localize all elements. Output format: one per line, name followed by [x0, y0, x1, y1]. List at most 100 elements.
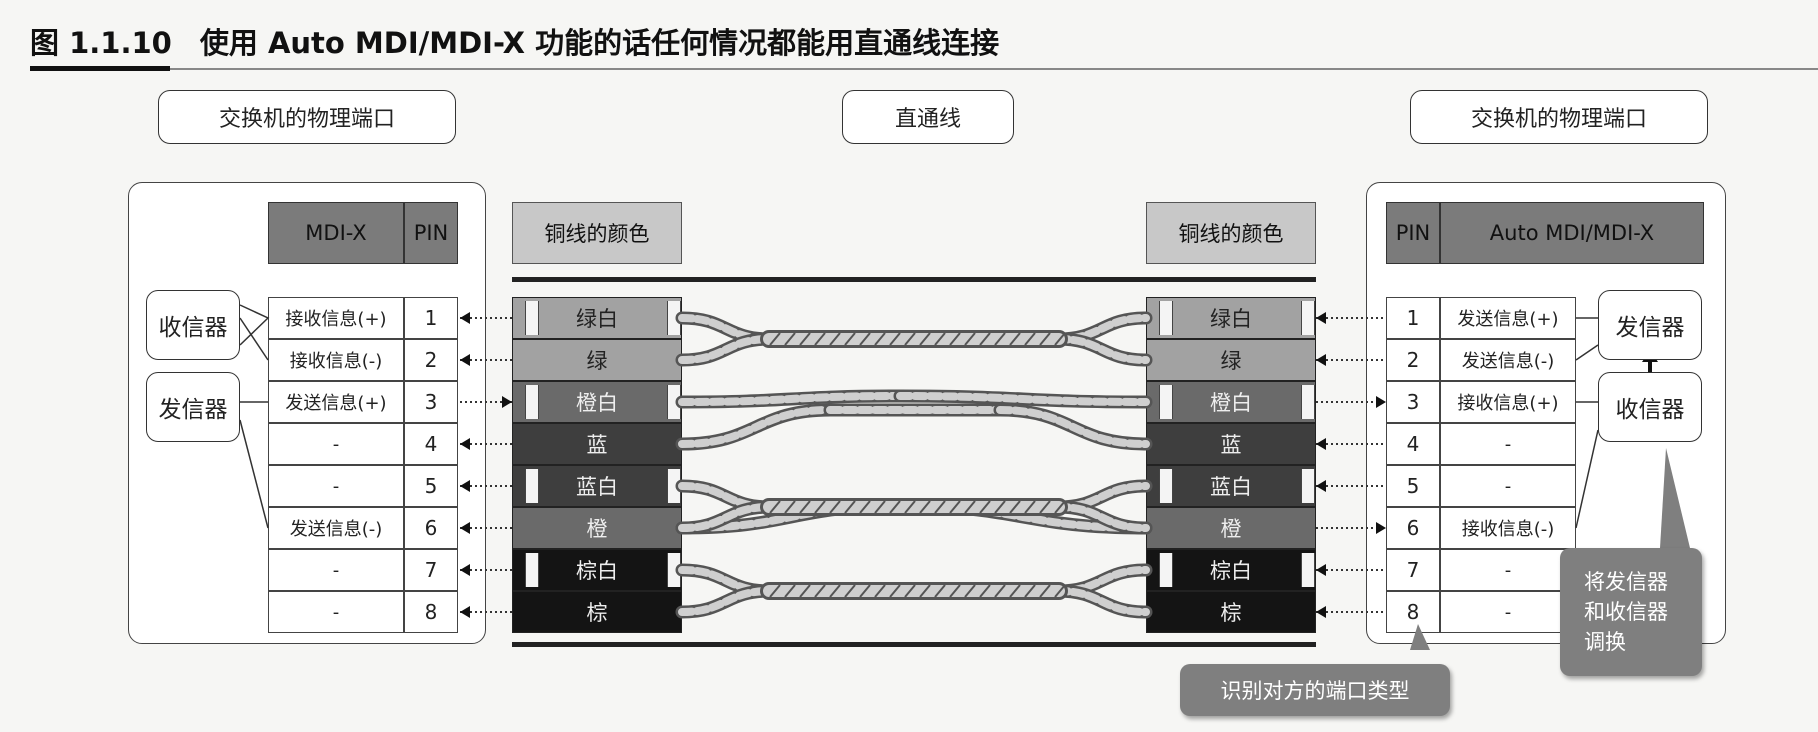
right-transmitter: 发信器: [1598, 290, 1702, 360]
left-wire-8: 棕: [512, 591, 682, 633]
pair-green-twist-mark: [994, 332, 1006, 346]
pair-green-twist-mark: [874, 332, 886, 346]
right-connector-6-head: [1376, 522, 1386, 534]
white-stripe: [525, 385, 539, 419]
left-wire-4: 蓝: [512, 423, 682, 465]
figure-number: 图 1.1.10: [30, 26, 172, 60]
right-wire-1: 绿白: [1146, 297, 1316, 339]
right-wire-5: 蓝白: [1146, 465, 1316, 507]
left-pin-cell: 7: [404, 549, 458, 591]
pair-brown-twist-mark: [949, 584, 961, 598]
right-connector-2-head: [1316, 354, 1326, 366]
pair-brown-twist-mark: [874, 584, 886, 598]
pair-green-twist-mark: [1009, 332, 1021, 346]
right-wire-color-header: 铜线的颜色: [1146, 202, 1316, 264]
right-connector-3-head: [1376, 396, 1386, 408]
detect-callout-pointer: [1410, 624, 1430, 650]
right-wire-2: 绿: [1146, 339, 1316, 381]
cable-label: 直通线: [842, 90, 1014, 144]
pair-blue-orange-twist-mark: [1039, 500, 1051, 514]
pair-brown-twist-mark: [1039, 584, 1051, 598]
pair-blue-orange-twist-mark: [1054, 500, 1066, 514]
pair-green-twist-mark: [814, 332, 826, 346]
pair-green-twist-mark: [784, 332, 796, 346]
right-pin-header: PIN: [1386, 202, 1440, 264]
right-connector-7-head: [1316, 564, 1326, 576]
pair-green-twist-mark: [1039, 332, 1051, 346]
pair-green-twist-mark: [919, 332, 931, 346]
pair-blue-orange-twist-mark: [994, 500, 1006, 514]
pair-green-twist-mark: [1024, 332, 1036, 346]
left-wire-1: 绿白: [512, 297, 682, 339]
left-wire-5: 蓝白: [512, 465, 682, 507]
pair-brown-twist-mark: [814, 584, 826, 598]
pair-brown-twist-mark: [904, 584, 916, 598]
left-pin-cell: 1: [404, 297, 458, 339]
pair-green-twist-mark: [1054, 332, 1066, 346]
right-wire-6: 橙: [1146, 507, 1316, 549]
pair-green-twist-mark: [904, 332, 916, 346]
pair-blue-orange-twist-mark: [829, 500, 841, 514]
caption-rule-accent: [30, 66, 170, 71]
right-connector-5-head: [1316, 480, 1326, 492]
left-connector-8-head: [460, 606, 470, 618]
pair-blue-orange-twist-mark: [964, 500, 976, 514]
pair-brown-twist-mark: [964, 584, 976, 598]
left-wire-2: 绿: [512, 339, 682, 381]
right-signal-cell: 发送信息(+): [1440, 297, 1576, 339]
right-pin-cell: 6: [1386, 507, 1440, 549]
pair-green-twist-mark: [964, 332, 976, 346]
right-signal-cell: 发送信息(-): [1440, 339, 1576, 381]
pair-brown-twist-mark: [769, 584, 781, 598]
left-signal-cell: 发送信息(-): [268, 507, 404, 549]
pair-blue-orange-twist-mark: [979, 500, 991, 514]
left-pin-cell: 4: [404, 423, 458, 465]
white-stripe: [525, 469, 539, 503]
right-connector-1-head: [1316, 312, 1326, 324]
swap-callout: 将发信器 和收信器 调换: [1560, 548, 1702, 676]
left-connector-6-head: [460, 522, 470, 534]
right-signal-cell: -: [1440, 591, 1576, 633]
caption-rule: [170, 68, 1818, 70]
pair-blue-orange-twist-mark: [784, 500, 796, 514]
right-receiver: 收信器: [1598, 372, 1702, 442]
pair-green-right-b: [1054, 335, 1150, 364]
white-stripe: [525, 301, 539, 335]
pair-blue-orange-twist-mark: [1024, 500, 1036, 514]
pair-brown-twist-mark: [799, 584, 811, 598]
right-signal-cell: 接收信息(-): [1440, 507, 1576, 549]
white-stripe: [1159, 301, 1173, 335]
right-signal-cell: 接收信息(+): [1440, 381, 1576, 423]
pair-blue-orange-twist-mark: [844, 500, 856, 514]
right-signal-cell: -: [1440, 423, 1576, 465]
right-pin-cell: 8: [1386, 591, 1440, 633]
left-signal-cell: -: [268, 549, 404, 591]
left-port-label: 交换机的物理端口: [158, 90, 456, 144]
cable-top-rule: [512, 277, 1316, 282]
right-pin-cell: 1: [1386, 297, 1440, 339]
right-signal-cell: -: [1440, 549, 1576, 591]
left-pin-header: PIN: [404, 202, 458, 264]
left-signal-cell: 接收信息(+): [268, 297, 404, 339]
pair-blue-orange-twist-mark: [814, 500, 826, 514]
pair-blue-orange-twist-mark: [859, 500, 871, 514]
left-wire-6: 橙: [512, 507, 682, 549]
pair-brown-right-b: [1054, 587, 1150, 616]
right-pin-cell: 5: [1386, 465, 1440, 507]
left-connector-3-head: [502, 396, 512, 408]
orange-white-run: [678, 392, 904, 406]
right-wire-3: 橙白: [1146, 381, 1316, 423]
left-signal-cell: -: [268, 591, 404, 633]
pair-brown-twist-mark: [784, 584, 796, 598]
pair-blue-orange-twist-mark: [949, 500, 961, 514]
left-rx-brace-1: [239, 304, 270, 346]
blue-run: [678, 406, 834, 448]
right-wire-4: 蓝: [1146, 423, 1316, 465]
left-signal-cell: 发送信息(+): [268, 381, 404, 423]
white-stripe: [525, 553, 539, 587]
right-mode-header: Auto MDI/MDI-X: [1440, 202, 1704, 264]
detect-port-callout: 识别对方的端口类型: [1180, 664, 1450, 716]
pair-blue-orange-twist-mark: [934, 500, 946, 514]
